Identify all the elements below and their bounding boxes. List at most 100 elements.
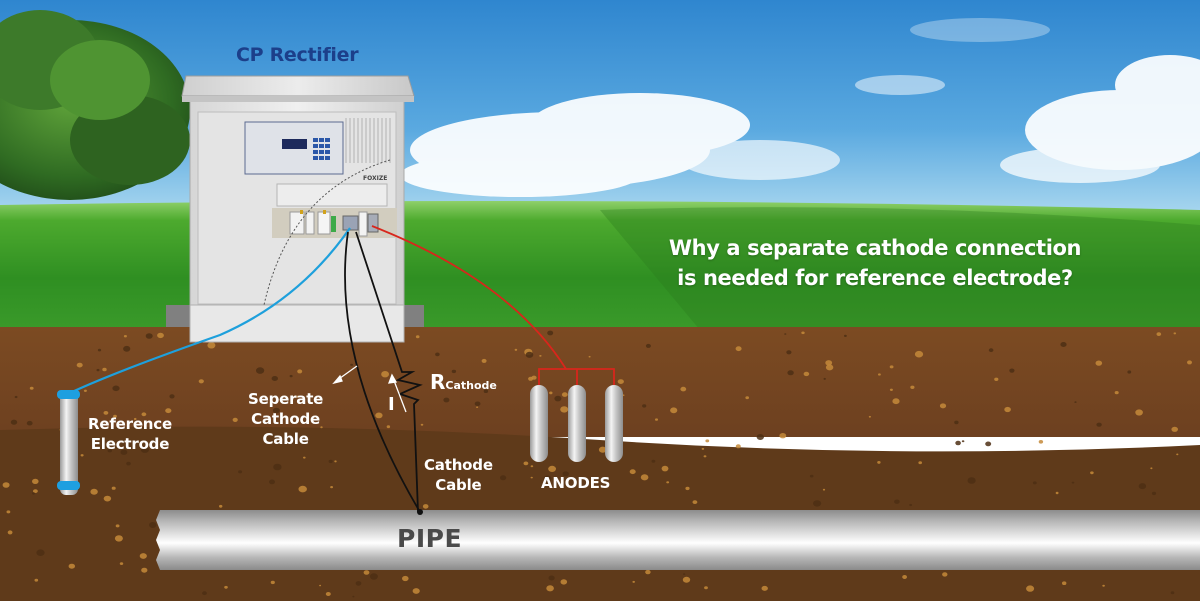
pebble (133, 417, 137, 421)
pebble (703, 455, 707, 458)
pebble (1156, 332, 1162, 336)
pebble (481, 358, 487, 363)
arrow-to-separate-cable (332, 365, 358, 385)
pebble (1171, 426, 1178, 432)
pebble (219, 504, 223, 508)
reference-electrode-cable (71, 227, 351, 394)
pebble (548, 575, 555, 581)
pebble (422, 504, 429, 509)
pebble (33, 489, 38, 493)
pebble (813, 500, 822, 507)
brand-logo: FOXIZE (363, 175, 387, 182)
pebble (825, 364, 834, 371)
pebble (386, 425, 391, 429)
pebble (939, 403, 947, 409)
pebble (823, 377, 826, 380)
pebble (80, 454, 84, 457)
anodes (530, 385, 623, 462)
pebble (474, 401, 481, 407)
pebble (123, 345, 131, 352)
cathode-cable (355, 231, 423, 513)
pebble (1096, 422, 1102, 427)
pebble (119, 562, 124, 565)
pebble (271, 376, 278, 381)
pebble (369, 573, 378, 580)
pebble (298, 485, 307, 493)
pebble (902, 575, 907, 579)
tree (0, 10, 190, 200)
pebble (1127, 370, 1132, 374)
pebble (645, 343, 651, 348)
pebble (528, 376, 534, 381)
pebble (683, 573, 686, 575)
pebble (705, 439, 710, 443)
display-screen (282, 139, 307, 149)
pebble (629, 469, 636, 475)
pebble (320, 426, 323, 429)
pebble (878, 373, 881, 376)
pebble (1038, 440, 1044, 444)
pebble (481, 462, 488, 468)
pebble (402, 575, 409, 582)
pebble (745, 396, 749, 400)
pebble (1176, 453, 1179, 456)
pebble (682, 576, 691, 583)
breakers (289, 210, 379, 237)
pebble (120, 449, 128, 455)
pebble (704, 586, 708, 590)
pebble (655, 418, 658, 421)
pebble (111, 486, 116, 490)
anode-header-wire (538, 368, 615, 385)
pebble (787, 370, 794, 376)
pebble (961, 440, 965, 443)
pebble (543, 475, 552, 482)
pebble (801, 331, 805, 335)
pebble (330, 486, 333, 489)
pebble (297, 369, 303, 374)
cutaway-arc (263, 159, 391, 306)
pebble (145, 333, 153, 339)
pebble (1032, 481, 1037, 485)
pebble (735, 444, 741, 449)
pebble (955, 440, 961, 446)
pebble (90, 488, 98, 495)
pebble (640, 474, 649, 481)
pebble (483, 389, 489, 394)
pebble (779, 433, 787, 439)
current-arrow (388, 373, 407, 413)
pebble (1009, 368, 1015, 373)
clouds (400, 18, 1200, 197)
pebble (29, 386, 34, 390)
pebble (822, 488, 826, 491)
pebble (786, 350, 792, 355)
pebble (1135, 409, 1143, 416)
pebble (238, 470, 243, 474)
label-line: Cathode (251, 410, 320, 428)
pebble (661, 465, 669, 472)
pebble (76, 362, 83, 368)
pebble (102, 367, 107, 372)
pebble (530, 476, 533, 479)
pebble (666, 481, 670, 484)
pebble (256, 367, 265, 374)
pebble (918, 461, 922, 465)
pebble (1026, 585, 1035, 592)
soil-upper (0, 327, 1200, 437)
pebble (761, 585, 768, 591)
pebble (363, 570, 370, 575)
pebble (32, 478, 39, 484)
pebble (670, 407, 678, 414)
pebble (412, 588, 420, 594)
anode-2 (568, 385, 586, 462)
question-heading: Why a separate cathode connection is nee… (600, 233, 1150, 293)
pebble (289, 374, 293, 378)
pebble (844, 334, 847, 337)
question-line-2: is needed for reference electrode? (677, 266, 1073, 290)
cp-rectifier-cabinet: FOXIZE (181, 75, 415, 343)
anode-cable (371, 225, 567, 370)
pebble (123, 335, 127, 338)
pebble (114, 535, 123, 542)
pebble (32, 492, 35, 495)
pebble (539, 355, 542, 357)
pebble (1102, 584, 1105, 587)
